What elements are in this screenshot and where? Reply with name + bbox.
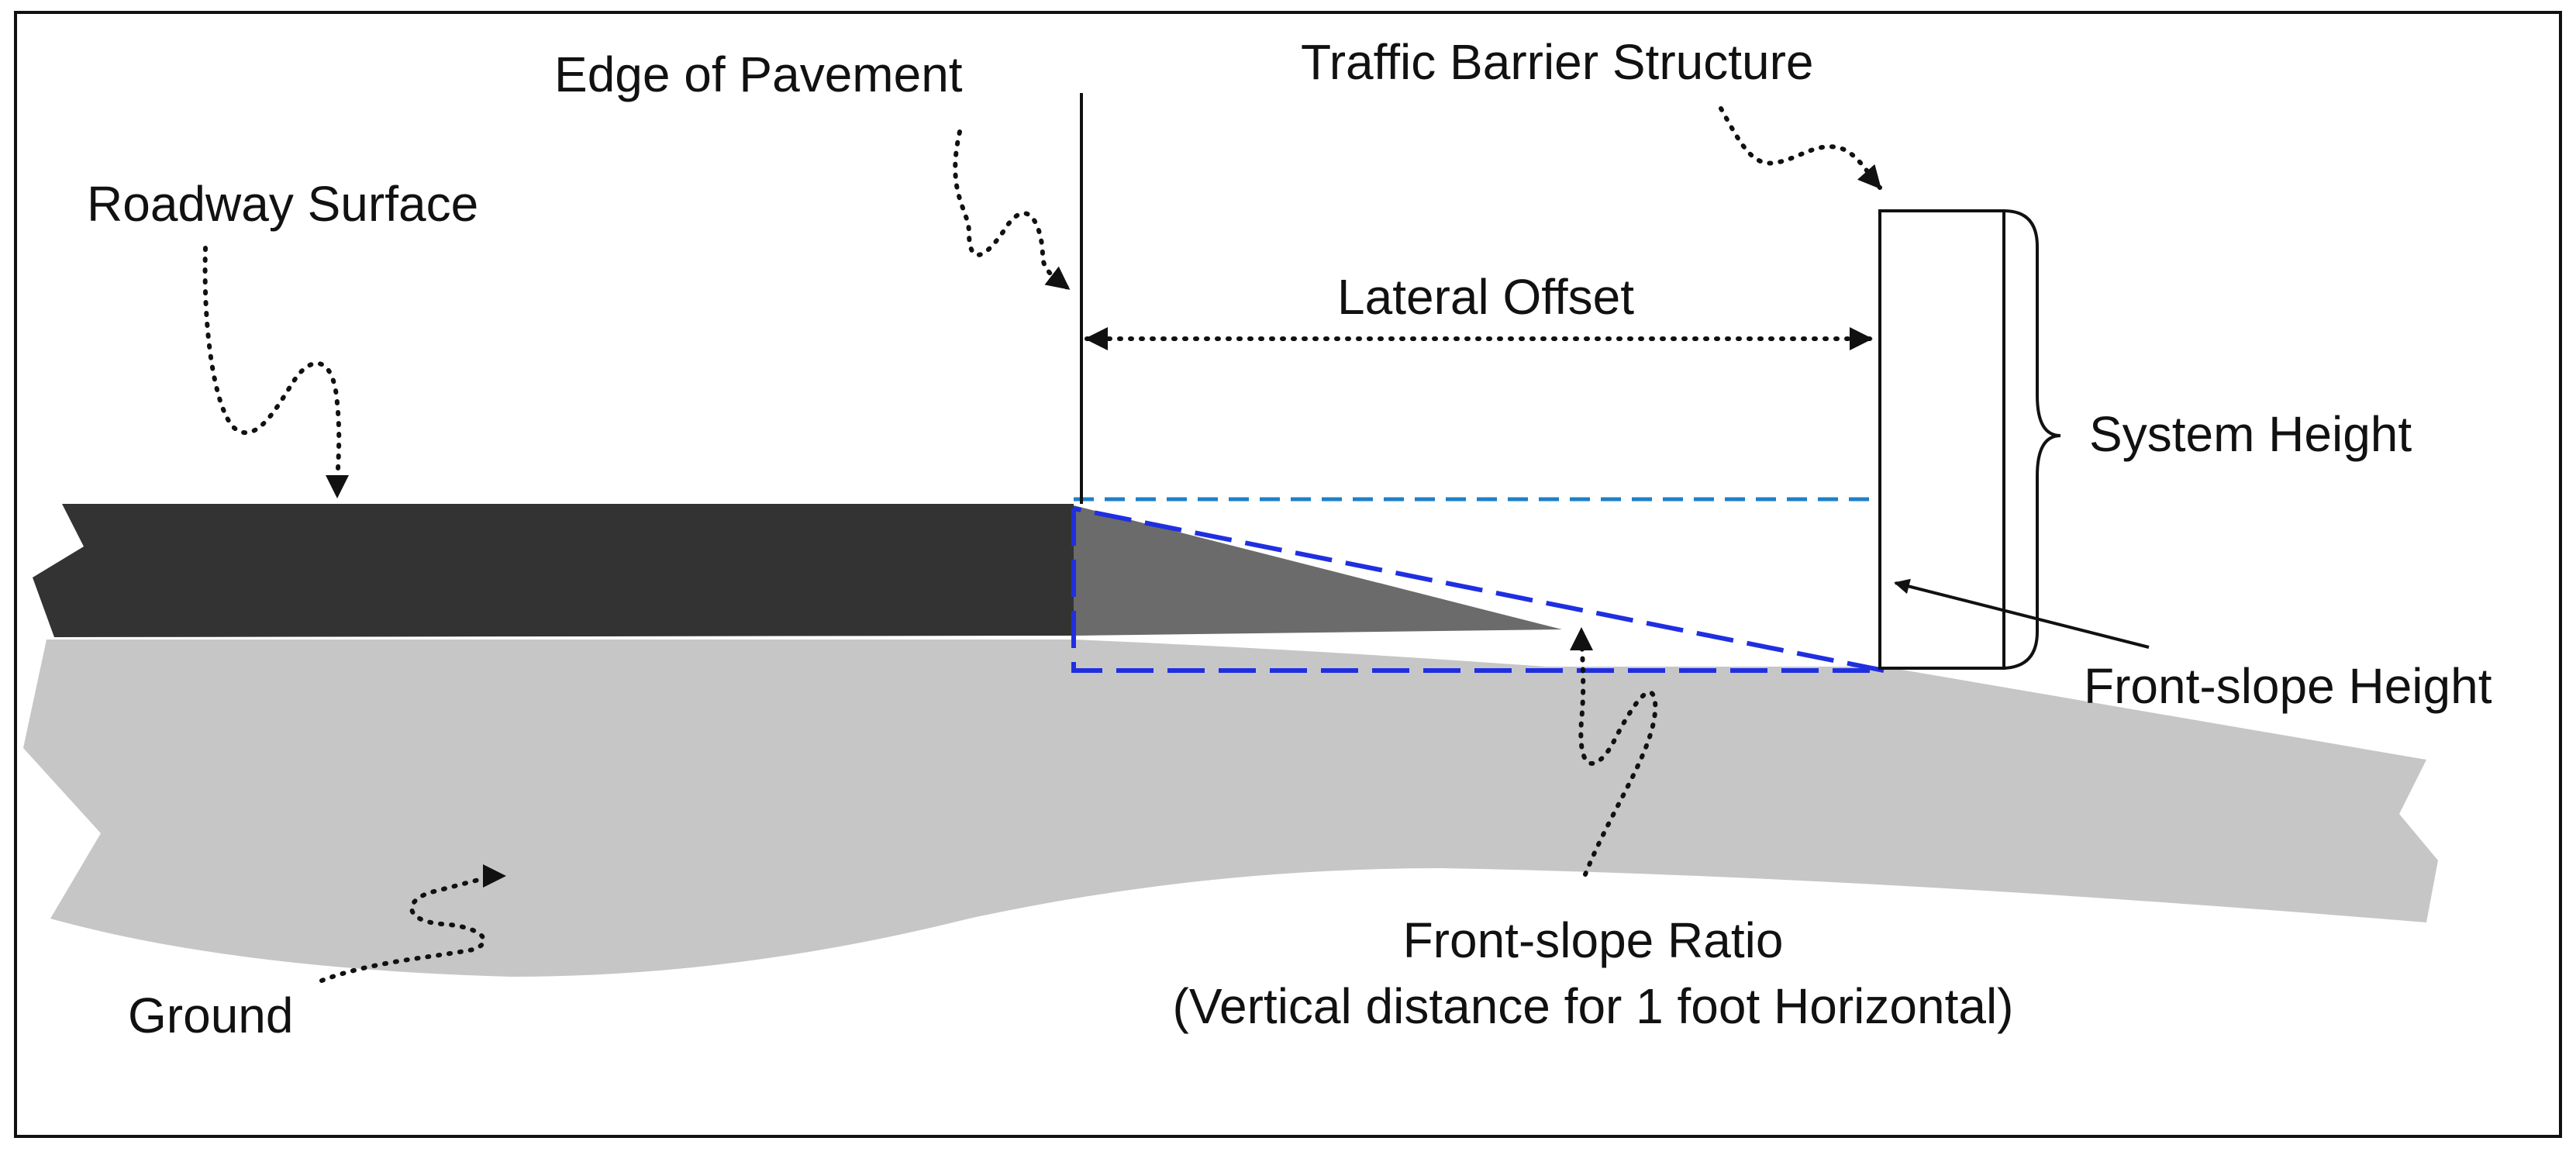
roadway-surface-label: Roadway Surface [87, 176, 478, 232]
edge-of-pavement-label: Edge of Pavement [554, 47, 963, 102]
traffic-barrier-structure [1878, 209, 2005, 670]
front-slope-height-arrow [1894, 578, 2150, 649]
roadway-surface-shape [33, 504, 1074, 637]
system-height-brace [2003, 209, 2061, 670]
roadway-surface-pointer [202, 246, 350, 498]
front-slope-ratio-note: (Vertical distance for 1 foot Horizontal… [1173, 978, 2014, 1034]
edge-of-pavement-pointer [953, 129, 1071, 291]
lateral-offset-label: Lateral Offset [1337, 269, 1634, 325]
traffic-barrier-structure-label: Traffic Barrier Structure [1301, 34, 1814, 90]
front-slope-triangle [1071, 506, 1885, 673]
front-slope-wedge [1074, 505, 1562, 636]
ground-label: Ground [128, 988, 293, 1043]
system-height-label: System Height [2089, 406, 2412, 462]
ground-pointer [319, 864, 506, 983]
traffic-barrier-pointer [1719, 106, 1882, 190]
front-slope-height-label: Front-slope Height [2084, 658, 2492, 714]
ground-shape [23, 640, 2438, 977]
front-slope-ratio-label: Front-slope Ratio [1403, 912, 1784, 968]
front-slope-ratio-pointer [1570, 627, 1658, 877]
